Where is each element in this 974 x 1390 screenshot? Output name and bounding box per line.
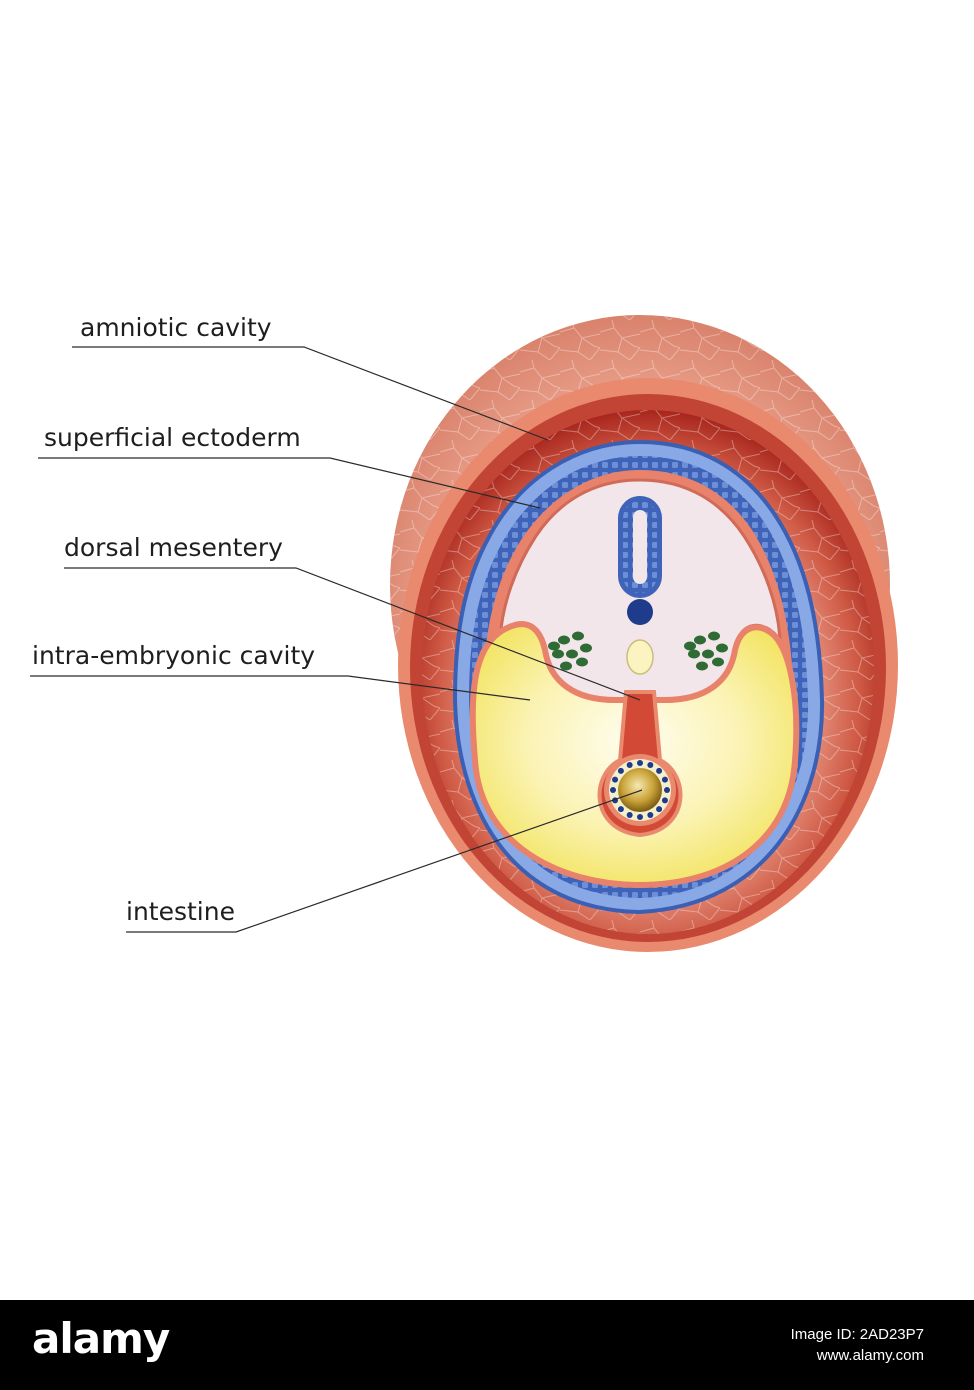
leader-lines	[30, 346, 643, 933]
epithelium-cell	[664, 787, 670, 793]
epithelium-cell	[647, 762, 654, 769]
epithelium-cell	[617, 767, 624, 774]
mesoderm-cell	[708, 631, 720, 641]
mesoderm-cell	[684, 641, 696, 651]
label-superficial-ectoderm: superficial ectoderm	[44, 423, 301, 452]
leader-line-dorsal-mesentery	[64, 567, 641, 701]
epithelium-cell	[656, 767, 663, 774]
epithelium-cell	[661, 797, 668, 804]
mesoderm-cell	[702, 649, 714, 659]
mesoderm-cell	[566, 649, 578, 659]
label-intra-embryonic-cavity: intra-embryonic cavity	[32, 641, 315, 670]
site-url-text: www.alamy.com	[816, 1347, 924, 1364]
mesoderm-clusters	[548, 631, 728, 671]
mesoderm-cell	[576, 657, 588, 667]
epithelium-cell	[617, 806, 624, 813]
epithelium-cell	[656, 806, 663, 813]
label-dorsal-mesentery: dorsal mesentery	[64, 533, 283, 562]
mesoderm-cell	[558, 635, 570, 645]
mesoderm-cell	[716, 643, 728, 653]
epithelium-cell	[612, 776, 619, 783]
leader-line-intra-embryonic-cavity	[30, 675, 531, 701]
epithelium-cell	[637, 814, 643, 820]
mesoderm-cell	[548, 641, 560, 651]
label-intestine: intestine	[126, 897, 235, 926]
alamy-logo: alamy	[32, 1314, 170, 1363]
leader-line-superficial-ectoderm	[38, 457, 541, 509]
mesoderm-cell	[572, 631, 584, 641]
stock-footer-bar: alamy Image ID: 2AD23P7 www.alamy.com	[0, 1300, 974, 1390]
aorta	[626, 639, 654, 675]
mesoderm-cell	[580, 643, 592, 653]
mesoderm-cell	[712, 657, 724, 667]
epithelium-cell	[610, 787, 616, 793]
mesoderm-cell	[696, 661, 708, 671]
mesoderm-cell	[560, 661, 572, 671]
epithelium-cell	[626, 762, 633, 769]
notochord	[627, 599, 653, 625]
leader-line-intestine	[126, 789, 643, 933]
epithelium-cell	[661, 776, 668, 783]
mesoderm-cell	[688, 649, 700, 659]
label-amniotic-cavity: amniotic cavity	[80, 313, 272, 342]
leader-line-amniotic-cavity	[72, 346, 549, 441]
epithelium-cell	[647, 811, 654, 818]
mesoderm-cell	[694, 635, 706, 645]
epithelium-cell	[637, 760, 643, 766]
embryo-cross-section-diagram: amniotic cavity superficial ectoderm dor…	[30, 313, 898, 952]
neural-tube	[618, 496, 662, 598]
image-id-text: Image ID: 2AD23P7	[790, 1326, 924, 1343]
mesoderm-cell	[552, 649, 564, 659]
epithelium-cell	[626, 811, 633, 818]
